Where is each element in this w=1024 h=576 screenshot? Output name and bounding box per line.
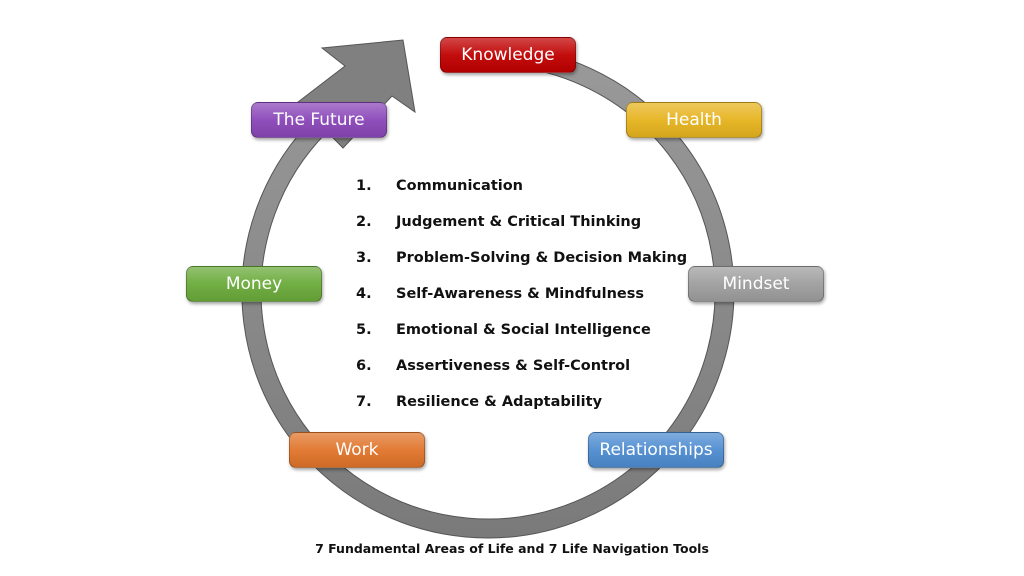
diagram-caption: 7 Fundamental Areas of Life and 7 Life N…	[315, 541, 709, 556]
area-label: Work	[335, 440, 379, 460]
area-work: Work	[289, 432, 425, 468]
tool-label: Communication	[396, 178, 524, 194]
area-label: Relationships	[599, 440, 713, 460]
tool-item: 5. Emotional & Social Intelligence	[356, 312, 687, 348]
area-money: Money	[186, 266, 322, 302]
tool-number: 2.	[356, 214, 372, 230]
tools-list: 1. Communication 2. Judgement & Critical…	[356, 168, 687, 420]
tool-number: 4.	[356, 286, 372, 302]
tool-label: Assertiveness & Self-Control	[396, 358, 631, 374]
tool-item: 1. Communication	[356, 168, 687, 204]
tool-item: 2. Judgement & Critical Thinking	[356, 204, 687, 240]
area-label: Money	[225, 274, 283, 294]
tool-item: 6. Assertiveness & Self-Control	[356, 348, 687, 384]
area-mindset: Mindset	[688, 266, 824, 302]
area-knowledge: Knowledge	[440, 37, 576, 73]
tool-label: Resilience & Adaptability	[396, 394, 603, 410]
tool-label: Emotional & Social Intelligence	[396, 322, 651, 338]
tool-item: 4. Self-Awareness & Mindfulness	[356, 276, 687, 312]
tool-number: 5.	[356, 322, 372, 338]
tool-item: 7. Resilience & Adaptability	[356, 384, 687, 420]
tool-item: 3. Problem-Solving & Decision Making	[356, 240, 687, 276]
tool-number: 7.	[356, 394, 372, 410]
area-label: Knowledge	[461, 45, 555, 65]
area-relationships: Relationships	[588, 432, 724, 468]
tool-number: 3.	[356, 250, 372, 266]
tool-number: 6.	[356, 358, 372, 374]
area-the-future: The Future	[251, 102, 387, 138]
tool-label: Problem-Solving & Decision Making	[396, 250, 688, 266]
area-label: Mindset	[722, 274, 790, 294]
area-label: The Future	[273, 110, 365, 130]
tool-label: Self-Awareness & Mindfulness	[396, 286, 644, 302]
tool-number: 1.	[356, 178, 372, 194]
tool-label: Judgement & Critical Thinking	[396, 214, 642, 230]
area-label: Health	[666, 110, 722, 130]
area-health: Health	[626, 102, 762, 138]
